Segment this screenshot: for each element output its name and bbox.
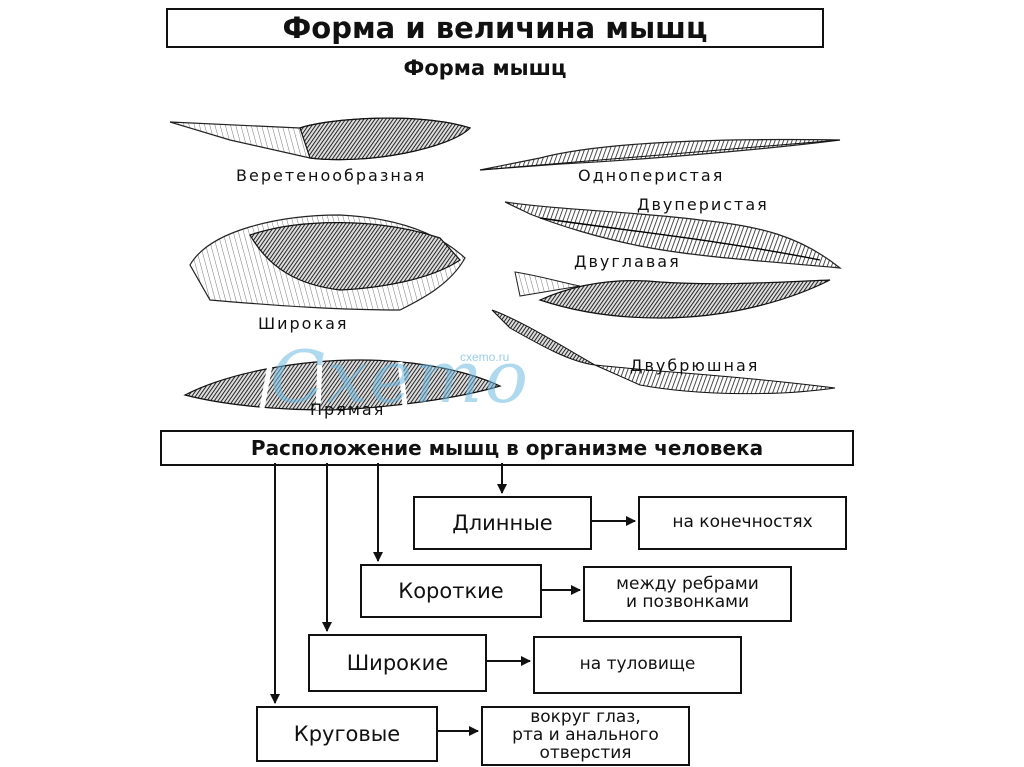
watermark-url: cxemo.ru — [460, 350, 510, 364]
label-unipennate: Одноперистая — [578, 166, 725, 185]
muscle-bipennate-drawing — [504, 201, 842, 269]
location-broad-line-1: на туловище — [579, 654, 696, 675]
placement-title: Расположение мышц в организме человека — [160, 430, 854, 466]
muscle-broad-drawing — [189, 214, 466, 311]
muscle-fusiform-drawing — [169, 117, 472, 161]
label-digastric: Двубрюшная — [630, 356, 760, 375]
category-circular: Круговые — [256, 706, 438, 762]
muscle-biceps-drawing — [514, 271, 831, 319]
label-fusiform: Веретенообразная — [236, 166, 427, 185]
location-circular-line-1: вокруг глаз, — [530, 707, 641, 728]
muscle-straight-drawing — [183, 359, 502, 411]
location-circular-line-2: рта и анального — [512, 725, 659, 746]
label-biceps: Двуглавая — [574, 252, 681, 271]
section-subtitle-muscle-shapes: Форма мышц — [403, 56, 567, 80]
label-broad: Широкая — [258, 314, 349, 333]
muscle-unipennate-drawing — [479, 138, 841, 171]
location-circular-line-3: отверстия — [539, 742, 632, 763]
page-title: Форма и величина мышц — [166, 8, 824, 48]
location-short: между ребрами и позвонками — [583, 566, 792, 622]
label-bipennate: Двуперистая — [637, 195, 769, 214]
location-long-line-1: на конечностях — [672, 512, 813, 533]
location-long: на конечностях — [638, 496, 847, 550]
category-broad: Широкие — [308, 634, 487, 692]
location-short-line-1: между ребрами — [616, 574, 759, 595]
category-short: Короткие — [360, 564, 542, 618]
category-long: Длинные — [413, 496, 592, 550]
watermark-logo: Cxemo — [270, 335, 530, 419]
label-straight: Прямая — [310, 400, 386, 419]
location-short-line-2: и позвонками — [625, 592, 750, 612]
location-circular: вокруг глаз, рта и анального отверстия — [481, 706, 690, 766]
muscle-digastric-drawing — [491, 309, 836, 395]
location-broad: на туловище — [533, 636, 742, 694]
